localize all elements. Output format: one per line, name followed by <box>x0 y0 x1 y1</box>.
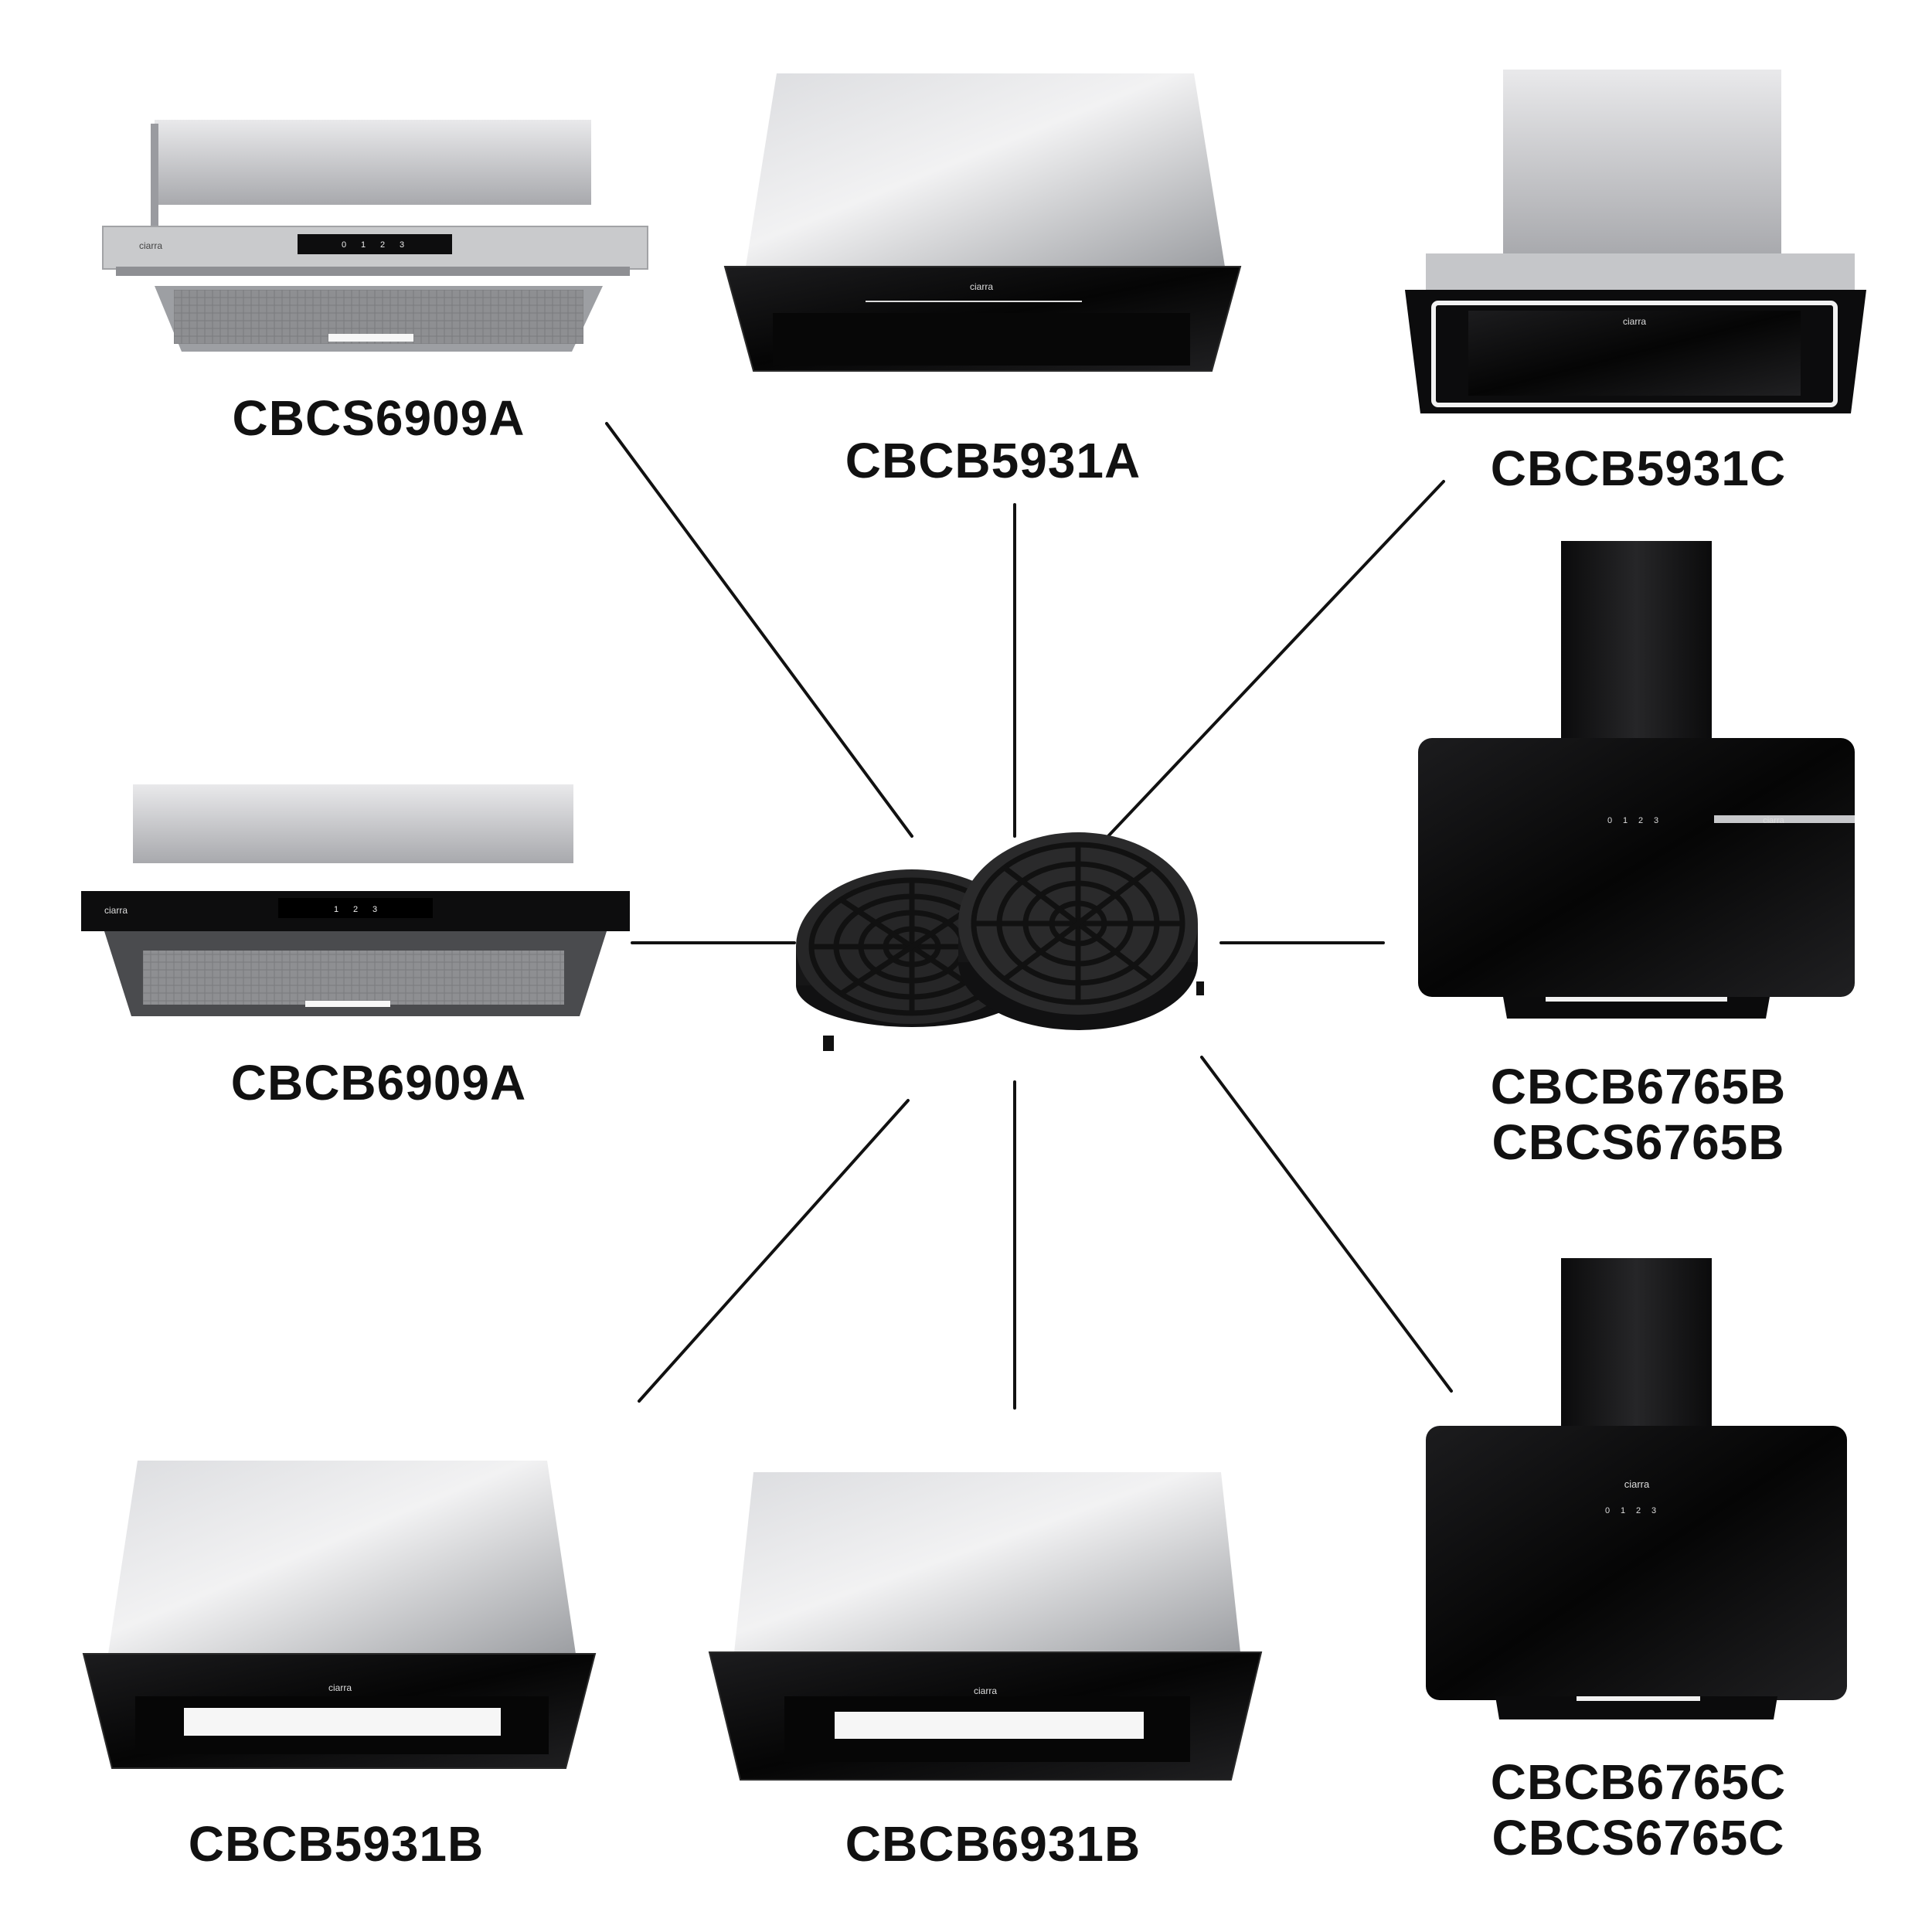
svg-text:3: 3 <box>400 240 404 250</box>
angled-wall-hood-black-icon: 0 1 2 3 ciarra <box>1418 541 1855 1019</box>
label-cbcb6765c: CBCB6765C CBCS6765C <box>1453 1754 1824 1866</box>
connector-cbcb5931c <box>1106 480 1445 838</box>
svg-text:1: 1 <box>1623 816 1628 825</box>
model-label: CBCB5931C <box>1490 440 1787 496</box>
brand-logo: ciarra <box>139 240 162 251</box>
svg-text:ciarra: ciarra <box>328 1682 352 1693</box>
model-label: CBCB6931B <box>845 1816 1141 1872</box>
svg-text:2: 2 <box>1638 816 1643 825</box>
label-cbcb5931b: CBCB5931B <box>155 1816 518 1872</box>
model-label: CBCB5931A <box>845 433 1141 488</box>
connector-cbcb6765c <box>1200 1056 1453 1393</box>
label-cbcb6765b: CBCB6765B CBCS6765B <box>1453 1059 1824 1170</box>
connector-cbcb5931b <box>638 1099 910 1403</box>
svg-text:ciarra: ciarra <box>1624 1478 1650 1490</box>
svg-text:3: 3 <box>1651 1506 1656 1515</box>
svg-text:2: 2 <box>353 905 358 914</box>
svg-text:0: 0 <box>1605 1506 1610 1515</box>
svg-text:ciarra: ciarra <box>104 905 128 916</box>
canopy-hood-black-glass-icon: ciarra <box>708 1472 1263 1781</box>
model-label: CBCB6765B <box>1490 1059 1787 1114</box>
telescopic-hood-black-icon: 1 2 3 ciarra <box>81 784 630 1016</box>
model-label: CBCB6909A <box>230 1055 527 1111</box>
model-label: CBCS6909A <box>232 390 526 446</box>
label-cbcb5931c: CBCB5931C <box>1453 440 1824 496</box>
svg-text:1: 1 <box>1621 1506 1625 1515</box>
svg-text:ciarra: ciarra <box>1763 816 1784 825</box>
svg-text:1: 1 <box>334 905 338 914</box>
svg-text:0: 0 <box>1607 816 1612 825</box>
label-cbcs6909a: CBCS6909A <box>201 390 556 446</box>
svg-text:ciarra: ciarra <box>1623 316 1646 327</box>
svg-text:ciarra: ciarra <box>974 1685 997 1696</box>
canopy-hood-black-glass-icon: ciarra <box>82 1461 597 1769</box>
carbon-filter-pair-icon <box>796 832 1204 1051</box>
label-cbcb5931a: CBCB5931A <box>811 433 1175 488</box>
model-label: CBCS6765C <box>1492 1810 1785 1866</box>
svg-text:1: 1 <box>361 240 366 250</box>
svg-text:ciarra: ciarra <box>970 281 993 292</box>
model-label: CBCB5931B <box>188 1816 485 1872</box>
model-label: CBCB6765C <box>1490 1754 1787 1810</box>
connector-lines <box>605 422 1453 1410</box>
connector-cbcs6909a <box>605 422 913 838</box>
svg-text:3: 3 <box>1654 816 1658 825</box>
model-label: CBCS6765B <box>1492 1114 1785 1170</box>
svg-text:3: 3 <box>372 905 377 914</box>
svg-text:0: 0 <box>342 240 346 250</box>
canopy-hood-led-frame-icon: ciarra <box>1405 70 1866 413</box>
label-cbcb6931b: CBCB6931B <box>811 1816 1175 1872</box>
carbon-filter-right-icon <box>958 832 1204 1030</box>
telescopic-hood-stainless-icon: 0 1 2 3 ciarra <box>102 120 648 352</box>
angled-wall-hood-black-icon: ciarra 0 1 2 3 <box>1426 1258 1847 1719</box>
svg-text:2: 2 <box>1636 1506 1641 1515</box>
label-cbcb6909a: CBCB6909A <box>197 1055 560 1111</box>
svg-text:2: 2 <box>380 240 385 250</box>
canopy-hood-black-glass-icon: ciarra <box>723 73 1242 372</box>
